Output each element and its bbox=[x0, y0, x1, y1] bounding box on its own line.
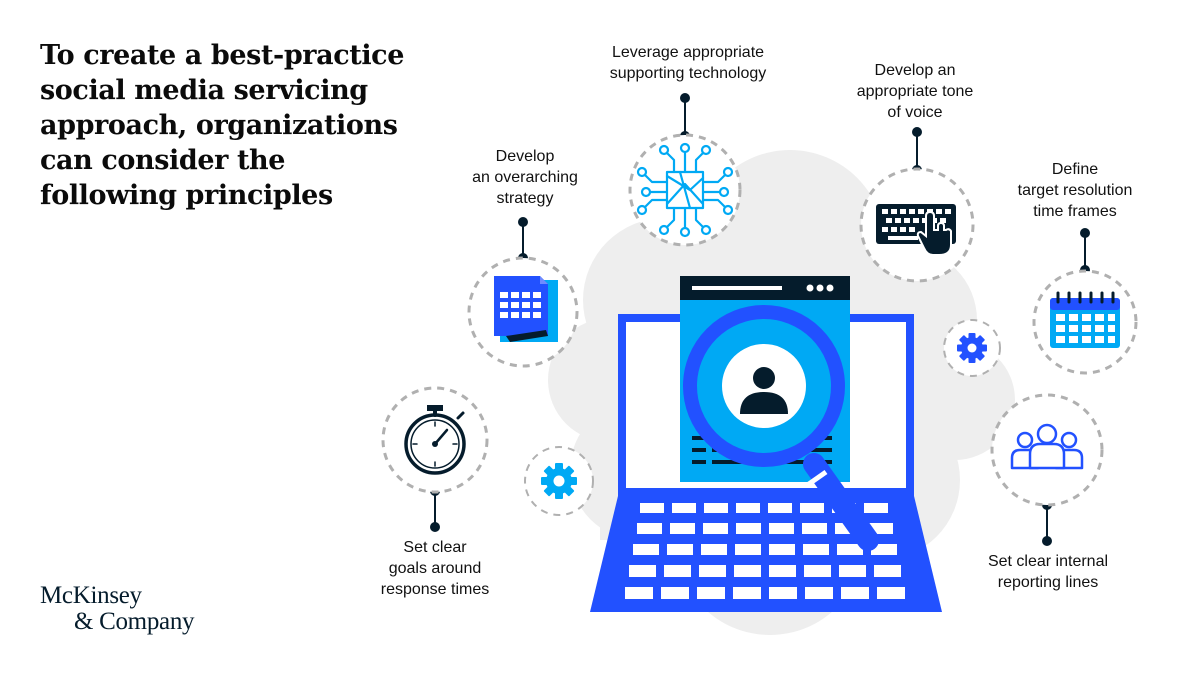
logo-line-2: & Company bbox=[74, 608, 195, 635]
keyboard-typing-icon bbox=[876, 204, 956, 256]
label-internal-reporting: Set clear internal reporting lines bbox=[987, 553, 1109, 591]
gear-icon bbox=[957, 333, 987, 363]
team-hierarchy-icon bbox=[1010, 423, 1084, 470]
document-plan-icon bbox=[494, 276, 558, 342]
logo-line-1: McKinsey bbox=[40, 582, 142, 609]
calendar-icon bbox=[1050, 291, 1120, 348]
user-avatar-icon bbox=[740, 367, 788, 414]
mckinsey-logo: McKinsey & Company bbox=[40, 582, 195, 635]
label-tone-of-voice: Develop an appropriate tone of voice bbox=[856, 62, 974, 121]
label-resolution-time-frames: Define target resolution time frames bbox=[1017, 161, 1133, 220]
page-title: To create a best-practice social media s… bbox=[40, 40, 405, 211]
label-overarching-strategy: Develop an overarching strategy bbox=[472, 148, 578, 207]
circuit-network-icon bbox=[636, 142, 734, 238]
label-response-time-goals: Set clear goals around response times bbox=[380, 539, 490, 598]
magnifying-glass-icon bbox=[683, 305, 879, 551]
stopwatch-icon bbox=[404, 405, 466, 475]
label-leverage-technology: Leverage appropriate supporting technolo… bbox=[609, 44, 767, 82]
gear-icon bbox=[541, 463, 577, 499]
